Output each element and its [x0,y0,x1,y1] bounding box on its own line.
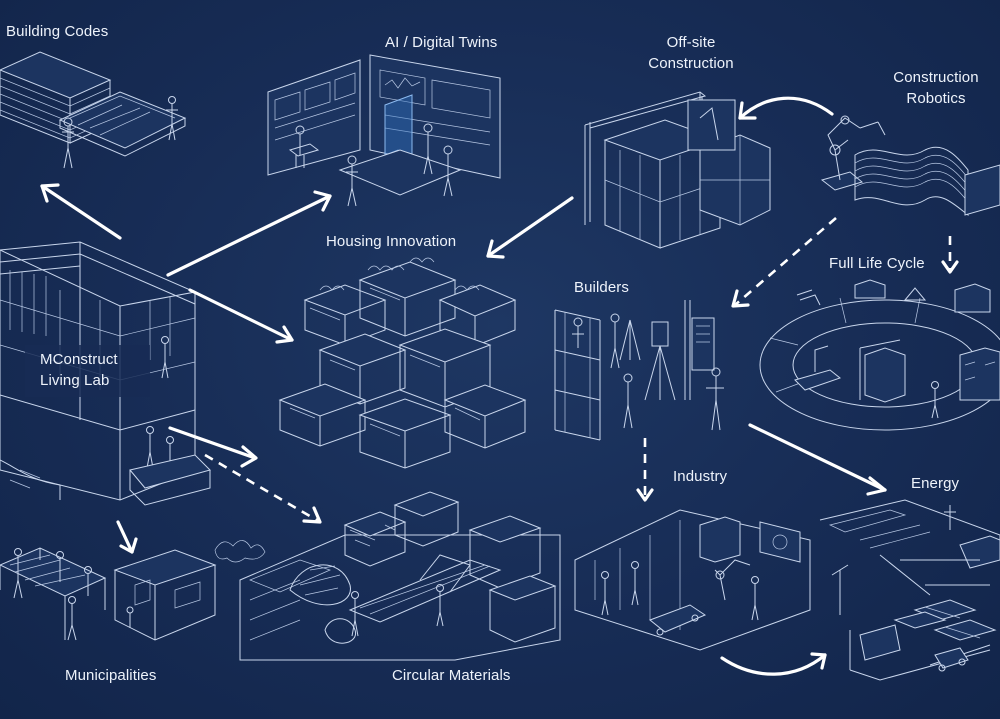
label-industry: Industry [673,468,728,485]
arrow-industry-to-energy [720,653,827,676]
arrow-lab-to-ai [166,194,332,277]
label-living-lab: MConstruct Living Lab [40,349,118,391]
label-offsite-line2: Construction [648,55,734,72]
label-energy: Energy [911,475,960,492]
arrow-lab-to-housing [188,288,294,342]
label-ai-digital-twins: AI / Digital Twins [385,34,498,51]
living-lab-illustration [0,241,211,506]
circular-materials-illustration [214,491,561,661]
label-full-life-cycle: Full Life Cycle [829,255,925,272]
arrow-robotics-to-offsite [738,96,834,120]
label-robotics-line1: Construction [893,69,979,86]
label-building-codes: Building Codes [6,23,109,40]
label-living-lab-line2: Living Lab [40,372,110,389]
label-circular-materials: Circular Materials [392,667,511,684]
arrow-offsite-to-housing [486,196,574,258]
building-codes-illustration [0,51,187,169]
municipalities-illustration [0,547,217,641]
label-robotics-line2: Robotics [906,90,966,107]
arrow-lab-to-circular-dashed [204,453,321,524]
arrow-builders-to-energy [748,423,887,492]
arrow-robotics-to-builders [734,217,837,306]
energy-illustration [819,499,1000,681]
housing-innovation-illustration [278,257,527,469]
label-construction-robotics: Construction Robotics [880,67,992,109]
label-builders: Builders [574,279,629,296]
industry-illustration [574,509,811,651]
label-housing-innovation: Housing Innovation [326,233,457,250]
offsite-construction-illustration [584,91,771,249]
ai-digital-twins-illustration [267,54,501,207]
arrow-lab-to-municipalities [116,520,134,554]
label-living-lab-line1: MConstruct [40,351,118,368]
arrow-lab-to-circular [168,426,257,460]
builders-illustration [554,300,724,441]
construction-robotics-illustration [820,115,1000,217]
flow-arrows [40,96,959,676]
label-municipalities: Municipalities [65,667,157,684]
arrow-lab-to-building-codes [40,184,122,240]
label-offsite-construction: Off-site Construction [641,32,741,74]
full-life-cycle-illustration [759,279,1000,431]
label-offsite-line1: Off-site [666,34,716,51]
